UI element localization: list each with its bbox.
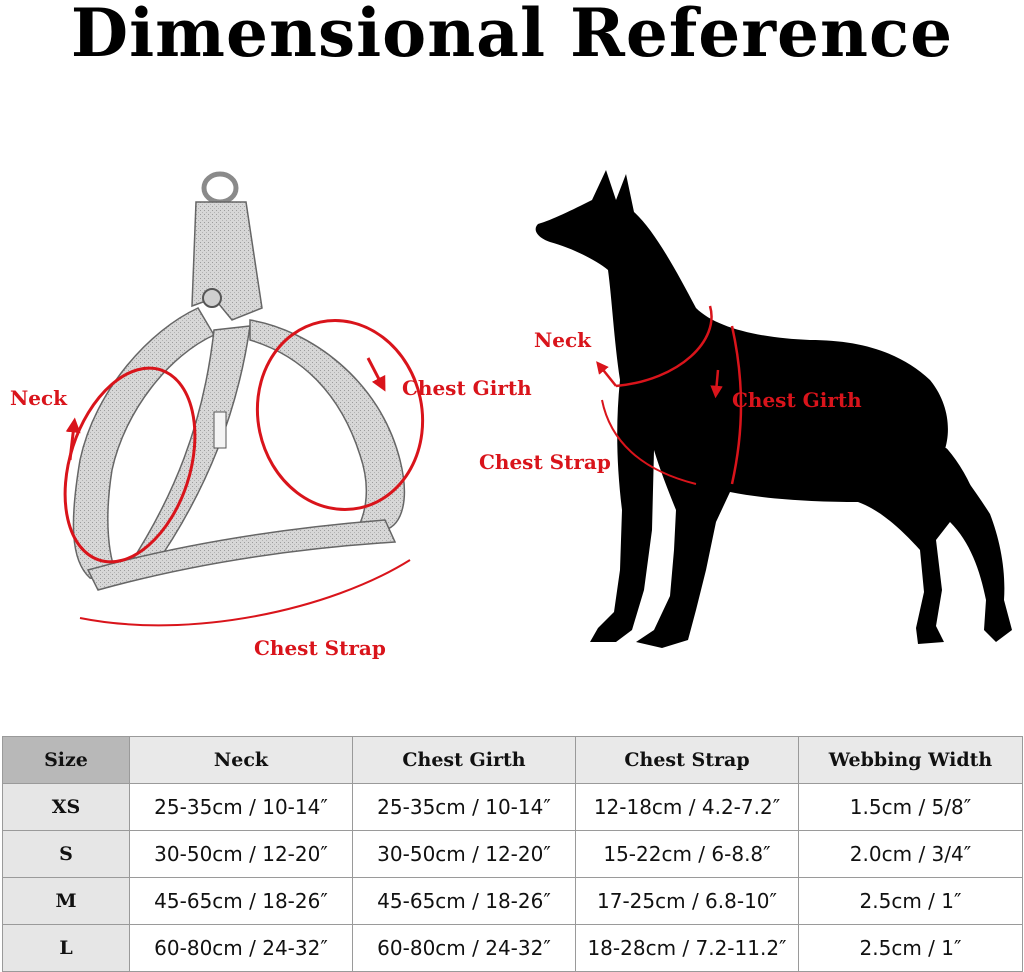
dog-neck-arrow: [596, 361, 617, 387]
size-cell: XS: [2, 783, 130, 831]
harness-top-strap: [191, 201, 263, 321]
chest-girth-cell: 60-80cm / 24-32″: [352, 924, 576, 972]
chest-strap-measure-arc: [79, 559, 411, 627]
chest-strap-cell: 15-22cm / 6-8.8″: [575, 830, 799, 878]
buckle-icon: [202, 288, 222, 308]
dog-chest-girth-measure-line: [730, 325, 743, 485]
d-ring: [201, 171, 239, 205]
chest-girth-cell: 30-50cm / 12-20″: [352, 830, 576, 878]
size-cell: M: [2, 877, 130, 925]
table-header-row: Size Neck Chest Girth Chest Strap Webbin…: [2, 736, 1023, 784]
size-cell: L: [2, 924, 130, 972]
dog-neck-label: Neck: [534, 328, 592, 352]
neck-cell: 60-80cm / 24-32″: [129, 924, 353, 972]
harness-illustration: [63, 171, 425, 627]
chest-girth-arrow: [366, 357, 386, 392]
neck-cell: 25-35cm / 10-14″: [129, 783, 353, 831]
webbing-cell: 2.0cm / 3/4″: [798, 830, 1023, 878]
chest-girth-measure-loop: [255, 319, 425, 511]
webbing-cell: 1.5cm / 5/8″: [798, 783, 1023, 831]
page-title: Dimensional Reference: [70, 0, 954, 72]
header-chest-girth: Chest Girth: [352, 736, 576, 784]
header-size: Size: [2, 736, 130, 784]
header-neck: Neck: [129, 736, 353, 784]
harness-chest-girth-label: Chest Girth: [402, 376, 532, 400]
table-row: L 60-80cm / 24-32″ 60-80cm / 24-32″ 18-2…: [2, 924, 1023, 972]
header-chest-strap: Chest Strap: [575, 736, 799, 784]
table-row: S 30-50cm / 12-20″ 30-50cm / 12-20″ 15-2…: [2, 830, 1023, 878]
dog-chest-strap-label: Chest Strap: [479, 450, 611, 474]
harness-chest-strap-label: Chest Strap: [254, 636, 386, 660]
webbing-cell: 2.5cm / 1″: [798, 877, 1023, 925]
webbing-cell: 2.5cm / 1″: [798, 924, 1023, 972]
dog-illustration: [535, 170, 1012, 648]
dog-chest-strap-measure-line: [601, 399, 697, 485]
dog-silhouette: [535, 170, 1012, 648]
chest-girth-cell: 45-65cm / 18-26″: [352, 877, 576, 925]
table-row: XS 25-35cm / 10-14″ 25-35cm / 10-14″ 12-…: [2, 783, 1023, 831]
neck-cell: 30-50cm / 12-20″: [129, 830, 353, 878]
dog-chest-girth-label: Chest Girth: [732, 388, 862, 412]
table-row: M 45-65cm / 18-26″ 45-65cm / 18-26″ 17-2…: [2, 877, 1023, 925]
dog-neck-measure-line: [615, 305, 713, 388]
brand-tag: [213, 411, 227, 449]
size-cell: S: [2, 830, 130, 878]
chest-strap-cell: 12-18cm / 4.2-7.2″: [575, 783, 799, 831]
illustration-area: Neck Chest Girth Chest Strap Neck Chest …: [0, 130, 1024, 690]
header-webbing-width: Webbing Width: [798, 736, 1023, 784]
chest-girth-cell: 25-35cm / 10-14″: [352, 783, 576, 831]
neck-arrow: [65, 417, 81, 461]
chest-strap-cell: 17-25cm / 6.8-10″: [575, 877, 799, 925]
size-table: Size Neck Chest Girth Chest Strap Webbin…: [2, 736, 1023, 972]
neck-cell: 45-65cm / 18-26″: [129, 877, 353, 925]
harness-neck-label: Neck: [10, 386, 68, 410]
chest-strap-cell: 18-28cm / 7.2-11.2″: [575, 924, 799, 972]
dog-tail: [939, 447, 991, 565]
harness-belly-strap: [86, 519, 397, 591]
dog-chest-girth-arrow: [710, 369, 723, 399]
